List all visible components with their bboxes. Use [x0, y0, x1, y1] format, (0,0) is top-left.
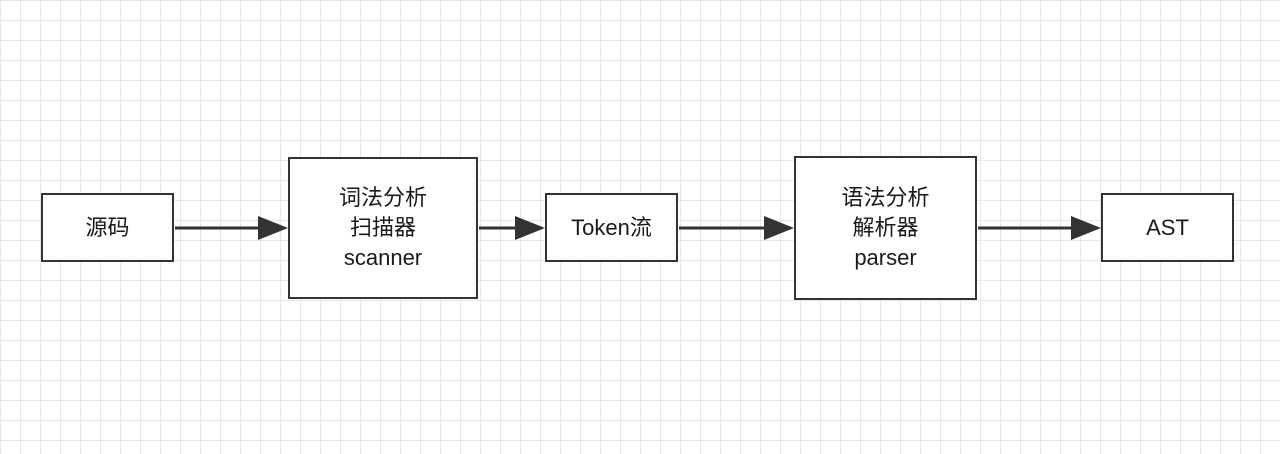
node-label: scanner — [343, 245, 423, 270]
node-label: Token流 — [571, 214, 652, 240]
node-label: AST — [1146, 214, 1189, 240]
node-label: parser — [854, 245, 917, 270]
node-syntax-parser[interactable]: 语法分析 解析器 parser — [794, 156, 977, 300]
node-token-stream[interactable]: Token流 — [545, 193, 678, 262]
node-label: 词法分析 — [338, 185, 427, 210]
node-label: 语法分析 — [841, 185, 930, 210]
node-label: 解析器 — [852, 215, 919, 240]
node-source-code[interactable]: 源码 — [41, 193, 174, 262]
node-ast[interactable]: AST — [1101, 193, 1234, 262]
node-label: 扫描器 — [349, 215, 416, 240]
node-label: 源码 — [85, 214, 130, 240]
node-lexical-scanner[interactable]: 词法分析 扫描器 scanner — [288, 157, 478, 299]
